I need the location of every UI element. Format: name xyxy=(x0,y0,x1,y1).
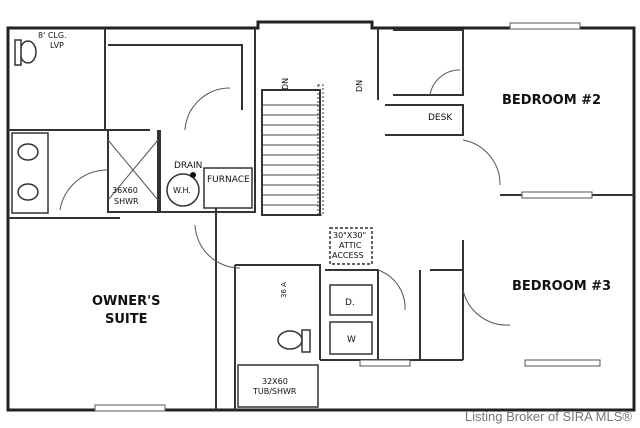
tub xyxy=(237,364,319,408)
shower-label-1: 36X60 xyxy=(112,186,138,195)
dryer-box xyxy=(329,284,373,316)
door-swing-laundry xyxy=(377,269,406,311)
furnace-box xyxy=(203,167,253,209)
attic-label-2: ATTIC xyxy=(339,241,362,250)
door-swing-shower xyxy=(107,139,159,201)
door-swing-closet xyxy=(184,87,231,131)
tub-label-2: TUB/SHWR xyxy=(252,387,297,396)
linen-label: 36 A xyxy=(280,282,288,298)
drain-dot xyxy=(190,172,196,178)
furnace-label: FURNACE xyxy=(207,175,250,185)
attic-label-1: 30"X30" xyxy=(333,231,366,240)
window-bed3-bottom xyxy=(524,359,601,367)
wall-shower xyxy=(107,130,159,213)
stair-outline xyxy=(261,89,321,216)
window-bath2 xyxy=(359,359,411,367)
shower-label-2: SHWR xyxy=(114,197,139,206)
wall-mech xyxy=(159,28,256,213)
window-bed2-bottom xyxy=(521,191,593,199)
door-swing-bed2 xyxy=(462,139,501,186)
stair-rail xyxy=(317,84,324,216)
drain-label: DRAIN xyxy=(174,161,202,171)
listing-credit: Listing Broker of SIRA MLS® xyxy=(464,409,632,424)
dn-label-right: DN xyxy=(355,80,364,92)
wall-closet-inner xyxy=(108,44,243,110)
owners-suite-label-1: OWNER'S xyxy=(92,294,161,309)
stair-treads xyxy=(262,104,320,206)
window-owners-bottom xyxy=(94,404,166,412)
toilet-owners xyxy=(19,40,37,64)
door-swing-bed2-closet xyxy=(429,69,461,96)
clg-label-1: 8' CLG. xyxy=(38,31,67,40)
toilet-bath2 xyxy=(277,330,303,350)
door-swing-bath xyxy=(59,169,109,211)
attic-label-3: ACCESS xyxy=(332,251,364,260)
washer-box xyxy=(329,321,373,355)
owners-suite-label-2: SUITE xyxy=(105,312,148,327)
bedroom2-label: BEDROOM #2 xyxy=(502,93,601,108)
wall-bath2-top xyxy=(235,264,321,360)
dn-label-left: DN xyxy=(281,78,290,90)
dryer-label: D. xyxy=(345,298,355,308)
window-bed2-top xyxy=(509,22,581,30)
water-heater xyxy=(166,173,200,207)
water-heater-label: W.H. xyxy=(173,186,191,195)
door-swing-bed3 xyxy=(462,289,511,326)
washer-label: W xyxy=(347,335,356,345)
desk-label: DESK xyxy=(428,113,453,123)
bedroom3-label: BEDROOM #3 xyxy=(512,279,611,294)
door-swing-hall xyxy=(194,224,241,269)
wall-bed2-closet xyxy=(393,29,464,96)
attic-hatch xyxy=(329,227,373,265)
tub-label-1: 32X60 xyxy=(262,377,288,386)
wall-desk xyxy=(385,104,464,136)
clg-label-2: LVP xyxy=(50,41,64,50)
